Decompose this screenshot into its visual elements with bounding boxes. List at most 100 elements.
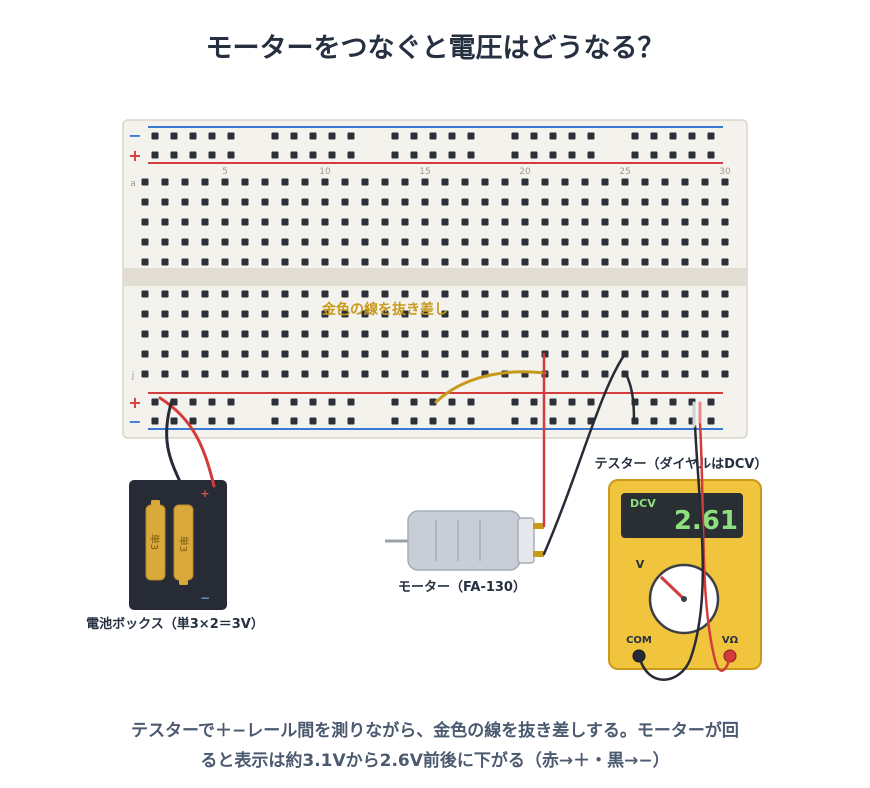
breadboard-hole[interactable] [401, 370, 409, 378]
breadboard-hole[interactable] [281, 238, 289, 246]
breadboard-hole[interactable] [381, 330, 389, 338]
breadboard-hole[interactable] [361, 238, 369, 246]
rail-hole[interactable] [511, 151, 519, 159]
breadboard-hole[interactable] [281, 310, 289, 318]
breadboard-hole[interactable] [381, 218, 389, 226]
rail-hole[interactable] [328, 132, 336, 140]
breadboard-hole[interactable] [661, 330, 669, 338]
breadboard-hole[interactable] [321, 290, 329, 298]
rail-hole[interactable] [328, 151, 336, 159]
breadboard-hole[interactable] [341, 370, 349, 378]
breadboard-hole[interactable] [681, 198, 689, 206]
breadboard-hole[interactable] [141, 330, 149, 338]
breadboard-hole[interactable] [221, 218, 229, 226]
breadboard-hole[interactable] [141, 310, 149, 318]
breadboard-hole[interactable] [441, 198, 449, 206]
rail-hole[interactable] [271, 398, 279, 406]
breadboard-hole[interactable] [621, 330, 629, 338]
rail-hole[interactable] [271, 151, 279, 159]
rail-hole[interactable] [309, 151, 317, 159]
rail-hole[interactable] [467, 417, 475, 425]
rail-hole[interactable] [511, 398, 519, 406]
rail-hole[interactable] [688, 132, 696, 140]
breadboard-hole[interactable] [301, 258, 309, 266]
rail-hole[interactable] [669, 151, 677, 159]
breadboard-hole[interactable] [281, 350, 289, 358]
breadboard-hole[interactable] [661, 218, 669, 226]
breadboard-hole[interactable] [661, 290, 669, 298]
rail-hole[interactable] [227, 132, 235, 140]
breadboard-hole[interactable] [581, 330, 589, 338]
breadboard-hole[interactable] [581, 238, 589, 246]
rail-hole[interactable] [227, 398, 235, 406]
breadboard-hole[interactable] [321, 218, 329, 226]
breadboard-hole[interactable] [561, 290, 569, 298]
breadboard-hole[interactable] [241, 310, 249, 318]
rail-hole[interactable] [309, 417, 317, 425]
breadboard-hole[interactable] [541, 218, 549, 226]
breadboard-hole[interactable] [481, 178, 489, 186]
breadboard-hole[interactable] [461, 350, 469, 358]
breadboard-hole[interactable] [141, 198, 149, 206]
rail-hole[interactable] [707, 132, 715, 140]
breadboard-hole[interactable] [561, 370, 569, 378]
breadboard-hole[interactable] [641, 218, 649, 226]
breadboard-hole[interactable] [721, 198, 729, 206]
breadboard-hole[interactable] [381, 310, 389, 318]
breadboard-hole[interactable] [721, 238, 729, 246]
rail-hole[interactable] [429, 398, 437, 406]
rail-hole[interactable] [328, 417, 336, 425]
breadboard-hole[interactable] [341, 258, 349, 266]
breadboard-hole[interactable] [181, 258, 189, 266]
breadboard-hole[interactable] [221, 310, 229, 318]
breadboard-hole[interactable] [481, 238, 489, 246]
breadboard-hole[interactable] [441, 218, 449, 226]
breadboard-hole[interactable] [681, 370, 689, 378]
breadboard-hole[interactable] [581, 290, 589, 298]
breadboard-hole[interactable] [601, 238, 609, 246]
breadboard-hole[interactable] [301, 218, 309, 226]
breadboard-hole[interactable] [701, 370, 709, 378]
rail-hole[interactable] [189, 132, 197, 140]
rail-hole[interactable] [530, 417, 538, 425]
breadboard-hole[interactable] [261, 198, 269, 206]
breadboard-hole[interactable] [321, 310, 329, 318]
breadboard-hole[interactable] [601, 330, 609, 338]
breadboard-hole[interactable] [361, 330, 369, 338]
breadboard-hole[interactable] [661, 198, 669, 206]
rail-hole[interactable] [530, 151, 538, 159]
breadboard-hole[interactable] [301, 310, 309, 318]
rail-hole[interactable] [549, 132, 557, 140]
breadboard-hole[interactable] [441, 350, 449, 358]
breadboard-hole[interactable] [281, 178, 289, 186]
breadboard-hole[interactable] [301, 290, 309, 298]
breadboard-hole[interactable] [701, 290, 709, 298]
rail-hole[interactable] [391, 132, 399, 140]
breadboard-hole[interactable] [701, 218, 709, 226]
breadboard-hole[interactable] [641, 178, 649, 186]
rail-hole[interactable] [429, 151, 437, 159]
breadboard-hole[interactable] [661, 258, 669, 266]
breadboard-hole[interactable] [541, 258, 549, 266]
breadboard-hole[interactable] [301, 350, 309, 358]
breadboard-hole[interactable] [141, 218, 149, 226]
breadboard-hole[interactable] [241, 350, 249, 358]
breadboard-hole[interactable] [201, 370, 209, 378]
breadboard-hole[interactable] [441, 370, 449, 378]
breadboard-hole[interactable] [501, 238, 509, 246]
breadboard-hole[interactable] [281, 258, 289, 266]
rail-hole[interactable] [587, 151, 595, 159]
breadboard-hole[interactable] [261, 310, 269, 318]
breadboard-hole[interactable] [181, 238, 189, 246]
rail-hole[interactable] [151, 151, 159, 159]
breadboard-hole[interactable] [181, 330, 189, 338]
breadboard-hole[interactable] [661, 370, 669, 378]
breadboard-hole[interactable] [381, 350, 389, 358]
rail-hole[interactable] [227, 151, 235, 159]
rail-hole[interactable] [189, 417, 197, 425]
rail-hole[interactable] [568, 151, 576, 159]
rail-hole[interactable] [467, 151, 475, 159]
breadboard-hole[interactable] [721, 330, 729, 338]
breadboard-hole[interactable] [201, 330, 209, 338]
breadboard-hole[interactable] [381, 198, 389, 206]
